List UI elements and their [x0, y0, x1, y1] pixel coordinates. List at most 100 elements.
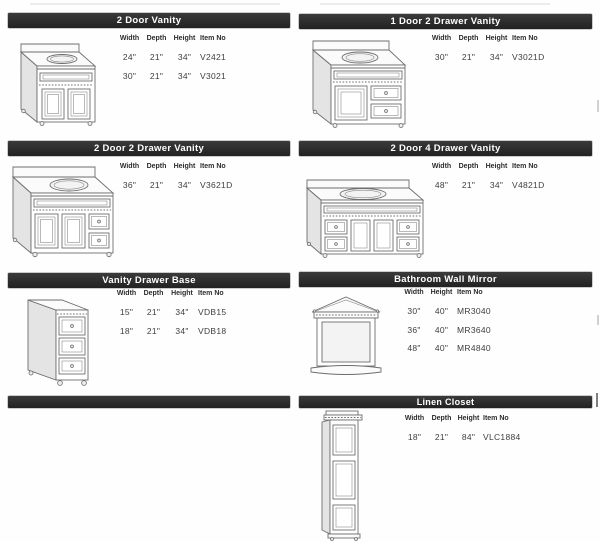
spec-row: 48" 40" MR4840: [401, 339, 518, 358]
col-header: Width: [404, 289, 424, 296]
header-row: Width Depth Height Item No: [116, 163, 261, 176]
spec-cell: VDB15: [198, 307, 227, 318]
section-title: Vanity Drawer Base: [102, 275, 196, 286]
col-header: Depth: [146, 163, 167, 170]
section-title: 1 Door 2 Drawer Vanity: [390, 16, 501, 27]
spec-row: 36" 40" MR3640: [401, 321, 518, 340]
col-header: Depth: [146, 35, 167, 42]
spec-cell: 21": [149, 70, 164, 81]
section-header-vanity-drawer-base: Vanity Drawer Base: [8, 273, 290, 288]
spec-cell: 21": [146, 307, 161, 318]
col-header: Width: [431, 163, 452, 170]
spec-row: 15" 21" 34" VDB15: [113, 303, 259, 322]
spec-row: 24" 21" 34" V2421: [116, 48, 261, 67]
spec-cell: 21": [434, 432, 449, 443]
header-row: Width Depth Height Item No: [401, 415, 544, 428]
spec-cell: 84": [461, 432, 476, 443]
spec-cell: 34": [489, 180, 504, 191]
spec-cell: 40": [434, 324, 449, 335]
spec-row: 30" 21" 34" V3021: [116, 67, 261, 86]
spec-cell: V3021: [200, 70, 227, 81]
spec-table-vanity-drawer-base: Width Depth Height Item No 15" 21" 34" V…: [113, 290, 259, 340]
spec-cell: 21": [149, 52, 164, 63]
col-header: Height: [171, 290, 193, 297]
scan-artifact: [597, 100, 599, 112]
spec-cell: 21": [461, 52, 476, 63]
bathroom-wall-mirror-illustration: [310, 296, 382, 375]
spec-cell: 34": [175, 325, 189, 336]
spec-cell: VLC1884: [483, 432, 521, 443]
section-title: 2 Door 4 Drawer Vanity: [390, 143, 501, 154]
spec-cell: 18": [407, 432, 422, 443]
spec-cell: 24": [122, 52, 137, 63]
section-header-bathroom-wall-mirror: Bathroom Wall Mirror: [299, 272, 592, 287]
spec-cell: 15": [119, 307, 134, 318]
spec-table-2-door-vanity: Width Depth Height Item No 24" 21" 34" V…: [116, 35, 261, 85]
spec-cell: V2421: [200, 52, 227, 63]
col-header: Item No: [200, 35, 226, 42]
spec-cell: 21": [461, 180, 476, 191]
section-title: Linen Closet: [416, 397, 475, 407]
two-door-two-drawer-vanity-illustration: [11, 166, 115, 258]
spec-cell: 34": [175, 307, 189, 318]
header-row: Width Depth Height Item No: [428, 35, 573, 48]
scan-artifact: [596, 393, 598, 407]
two-door-vanity-illustration: [19, 43, 97, 126]
col-header: Height: [430, 289, 453, 296]
header-row: Width Depth Height Item No: [428, 163, 573, 176]
spec-cell: MR4840: [457, 343, 491, 354]
spec-table-1-door-2-drawer-vanity: Width Depth Height Item No 30" 21" 34" V…: [428, 35, 573, 67]
header-row: Width Depth Height Item No: [113, 290, 259, 303]
spec-row: 18" 21" 34" VDB18: [113, 322, 259, 341]
spec-table-2-door-4-drawer-vanity: Width Depth Height Item No 48" 21" 34" V…: [428, 163, 573, 195]
col-header: Item No: [512, 35, 538, 42]
col-header: Width: [119, 163, 140, 170]
section-title: 2 Door Vanity: [116, 15, 182, 26]
section-header-2-door-4-drawer-vanity: 2 Door 4 Drawer Vanity: [299, 141, 592, 156]
col-header: Item No: [457, 289, 483, 296]
col-header: Item No: [512, 163, 538, 170]
spec-cell: 40": [434, 343, 449, 354]
spec-table-2-door-2-drawer-vanity: Width Depth Height Item No 36" 21" 34" V…: [116, 163, 261, 195]
col-header: Depth: [458, 35, 479, 42]
spec-row: 48" 21" 34" V4821D: [428, 176, 573, 195]
spec-cell: 30": [434, 52, 449, 63]
spec-cell: 21": [146, 325, 161, 336]
col-header: Width: [119, 35, 140, 42]
spec-cell: 30": [407, 306, 421, 317]
col-header: Width: [404, 415, 425, 422]
col-header: Height: [485, 163, 508, 170]
col-header: Width: [116, 290, 137, 297]
spec-cell: MR3040: [457, 306, 491, 317]
spec-cell: V3021D: [512, 52, 545, 63]
spec-cell: 36": [407, 324, 421, 335]
section-header-2-door-2-drawer-vanity: 2 Door 2 Drawer Vanity: [8, 141, 290, 156]
spec-cell: 48": [407, 343, 421, 354]
spec-cell: 34": [177, 70, 192, 81]
col-header: Height: [173, 35, 196, 42]
two-door-four-drawer-vanity-illustration: [305, 179, 425, 258]
col-header: Depth: [431, 415, 452, 422]
header-row: Width Height Item No: [401, 289, 518, 302]
spec-cell: 40": [434, 306, 449, 317]
scan-streak: [30, 3, 280, 5]
col-header: Height: [457, 415, 480, 422]
spec-cell: VDB18: [198, 325, 227, 336]
spec-table-linen-closet: Width Depth Height Item No 18" 21" 84" V…: [401, 415, 544, 447]
col-header: Height: [173, 163, 196, 170]
spec-cell: 36": [122, 180, 137, 191]
spec-cell: 34": [177, 52, 192, 63]
vanity-drawer-base-illustration: [27, 299, 89, 386]
spec-cell: V4821D: [512, 180, 545, 191]
spec-row: 18" 21" 84" VLC1884: [401, 428, 544, 447]
scan-artifact: [597, 315, 599, 325]
scan-streak: [320, 3, 550, 5]
spec-cell: 18": [119, 325, 134, 336]
spec-cell: V3621D: [200, 180, 233, 191]
col-header: Item No: [200, 163, 226, 170]
section-header-blank: [8, 396, 290, 408]
spec-row: 30" 21" 34" V3021D: [428, 48, 573, 67]
section-header-2-door-vanity: 2 Door Vanity: [8, 13, 290, 28]
spec-table-bathroom-wall-mirror: Width Height Item No 30" 40" MR3040 36" …: [401, 289, 518, 358]
